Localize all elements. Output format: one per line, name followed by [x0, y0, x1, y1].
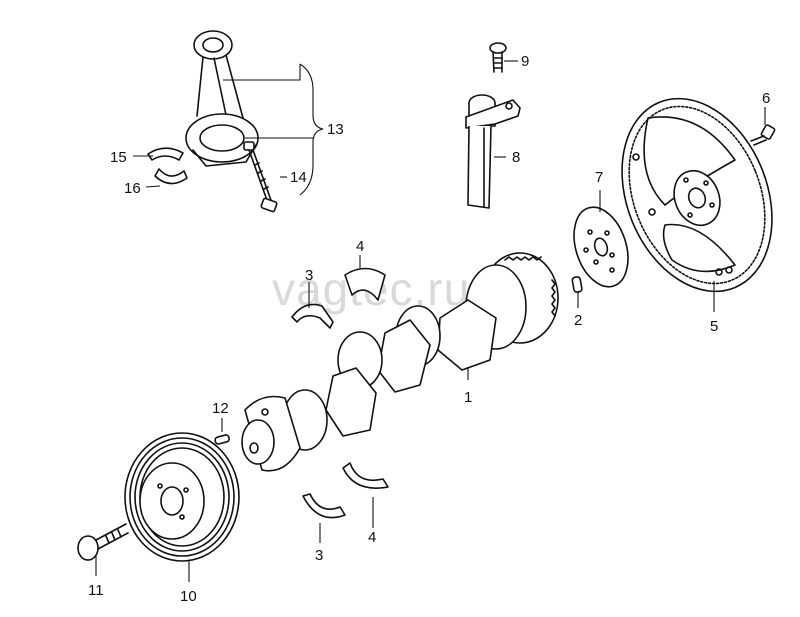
- callout-14: 14: [290, 169, 307, 186]
- dowel-pin: [571, 276, 583, 293]
- callout-3-lower: 3: [315, 547, 323, 564]
- callout-11: 11: [88, 582, 104, 599]
- pulley-bolt: [77, 523, 129, 561]
- shim-plate: [573, 206, 629, 288]
- crankshaft: [241, 252, 559, 472]
- callout-labels: 1 2 3 3 4 4 5 6 7 8 9 10 11 12 13 14 15 …: [88, 53, 770, 605]
- callout-4-lower: 4: [368, 529, 376, 546]
- main-bearing-upper: [291, 267, 386, 329]
- callout-7: 7: [595, 169, 603, 186]
- callout-16: 16: [124, 180, 141, 197]
- callout-4-upper: 4: [356, 238, 364, 255]
- callout-6: 6: [762, 90, 770, 107]
- drive-plate-bolt: [750, 124, 776, 146]
- callout-3-upper: 3: [305, 267, 313, 284]
- callout-8: 8: [512, 149, 520, 166]
- drive-plate: [621, 97, 773, 293]
- speed-sensor: [465, 94, 521, 209]
- main-bearing-lower: [302, 462, 389, 519]
- callout-1: 1: [464, 389, 472, 406]
- rod-bearing-shells: [147, 147, 188, 185]
- sensor-bolt: [489, 42, 507, 73]
- leader-lines: [95, 60, 766, 582]
- callout-13: 13: [327, 121, 344, 138]
- callout-12: 12: [212, 400, 229, 417]
- callout-9: 9: [521, 53, 529, 70]
- callout-15: 15: [110, 149, 127, 166]
- key-pin: [214, 434, 230, 445]
- callout-10: 10: [180, 588, 197, 605]
- belt-pulley: [124, 432, 240, 562]
- rod-bolt: [243, 141, 278, 213]
- callout-5: 5: [710, 318, 718, 335]
- callout-2: 2: [574, 312, 582, 329]
